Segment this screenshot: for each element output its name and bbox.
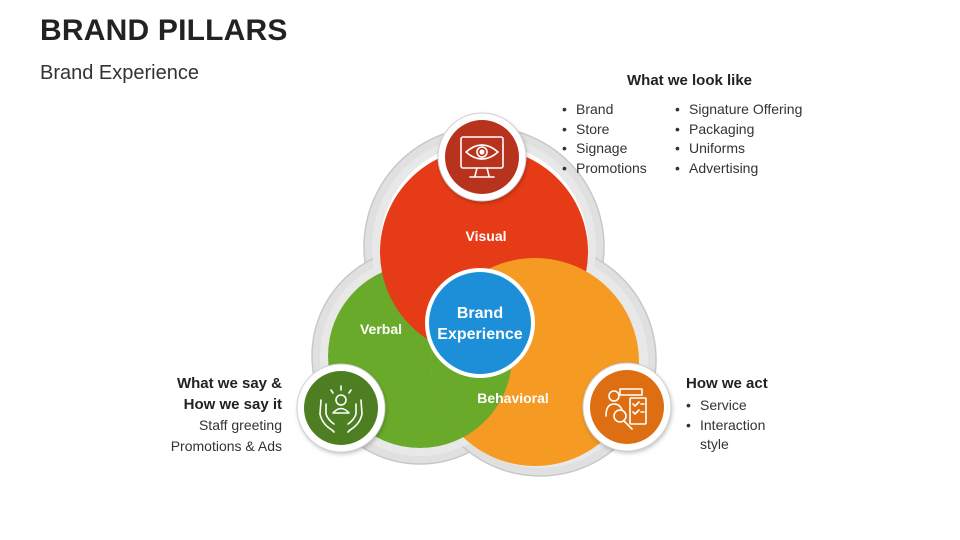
visual-label: Visual [466,228,507,244]
say-text-line1: Staff greeting [198,417,282,433]
behavioral-label: Behavioral [477,390,549,406]
page-subtitle: Brand Experience [40,62,199,84]
say-heading-line1: What we say & [176,375,282,392]
look-list-col1: Brand Store Signage Promotions [562,100,647,178]
what-we-say-block: What we say & How we say it Staff greeti… [120,373,282,456]
list-item: Signage [562,139,647,159]
list-item: Packaging [675,120,802,140]
act-item-continuation: style [700,436,729,452]
center-label-line1: Brand [457,305,503,322]
look-heading: What we look like [627,72,753,89]
center-label-line2: Experience [437,326,522,343]
list-item: Interaction [686,416,836,436]
act-heading: How we act [686,375,768,392]
list-item: Brand [562,100,647,120]
hands-person-icon [319,385,363,433]
list-item: Uniforms [675,139,802,159]
person-checklist-icon [605,388,647,430]
list-item: Signature Offering [675,100,802,120]
act-list: Service Interaction [686,396,836,435]
behavioral-badge [582,362,672,452]
center-circle: Brand Experience [425,268,535,378]
verbal-badge [296,363,386,453]
list-item: Store [562,120,647,140]
say-text-line2: Promotions & Ads [170,437,282,454]
list-item: Advertising [675,159,802,179]
look-list-col2: Signature Offering Packaging Uniforms Ad… [675,100,802,178]
page-title: BRAND PILLARS [40,14,288,47]
how-we-act-block: How we act Service Interaction style [686,373,836,455]
monitor-eye-icon [460,136,504,178]
list-item: Promotions [562,159,647,179]
list-item: Service [686,396,836,416]
say-heading-line2: How we say it [183,396,282,413]
visual-badge [437,112,527,202]
verbal-label: Verbal [360,321,402,337]
